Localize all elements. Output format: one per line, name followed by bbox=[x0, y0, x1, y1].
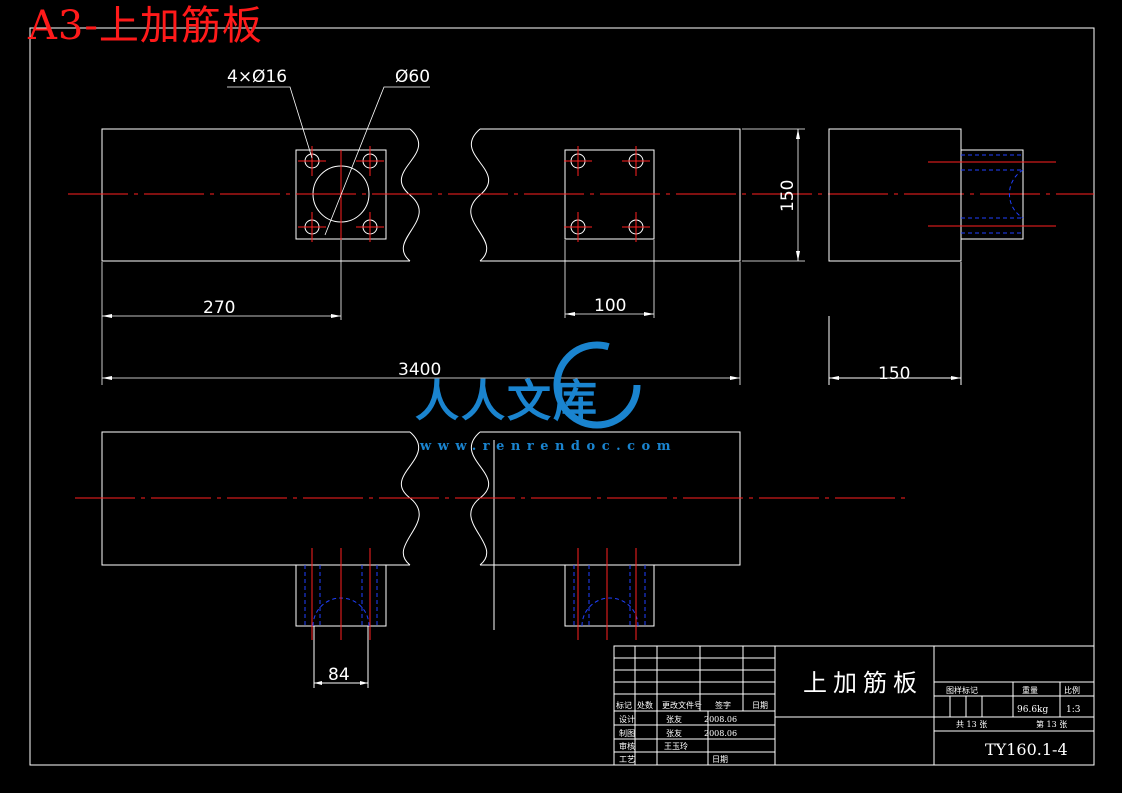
date-design: 2008.06 bbox=[704, 715, 737, 724]
watermark: 人人文库 www.renrendoc.com bbox=[415, 335, 715, 465]
top-centerlines bbox=[75, 497, 905, 640]
header-mark: 标记 bbox=[616, 700, 632, 710]
date-draw: 2008.06 bbox=[704, 729, 737, 738]
header-sign: 签字 bbox=[715, 700, 731, 710]
dim-150-vertical: 150 bbox=[778, 180, 798, 212]
name-design: 张友 bbox=[666, 714, 682, 724]
dimension-lines bbox=[101, 86, 805, 385]
role-design: 设计 bbox=[619, 714, 635, 724]
header-count: 处数 bbox=[637, 700, 653, 710]
sheet-number: 第 13 张 bbox=[1036, 719, 1067, 729]
dim-84: 84 bbox=[328, 665, 350, 685]
role-review: 审核 bbox=[619, 741, 635, 751]
weight-value: 96.6kg bbox=[1017, 705, 1048, 715]
side-view bbox=[828, 128, 1024, 385]
dim-100: 100 bbox=[594, 296, 626, 316]
top-view bbox=[101, 431, 741, 688]
side-hidden-lines bbox=[961, 154, 1024, 234]
header-date: 日期 bbox=[752, 701, 768, 710]
role-process: 工艺 bbox=[619, 755, 635, 764]
bore-callout: Ø60 bbox=[395, 67, 430, 87]
dim-150-horizontal: 150 bbox=[878, 364, 910, 384]
title-block bbox=[613, 645, 1095, 766]
role-draw: 制图 bbox=[619, 728, 635, 738]
weight-label: 重量 bbox=[1022, 685, 1038, 695]
front-view bbox=[101, 128, 741, 262]
drawing-number: TY160.1-4 bbox=[985, 740, 1068, 759]
header-change-doc: 更改文件号 bbox=[662, 700, 702, 710]
top-hidden-lines bbox=[304, 565, 646, 627]
hole-callout: 4×Ø16 bbox=[227, 67, 287, 87]
drawing-title: A3-上加筋板 bbox=[28, 3, 263, 49]
watermark-text: 人人文库 bbox=[415, 376, 599, 427]
name-review: 王玉玲 bbox=[664, 741, 688, 751]
watermark-url: www.renrendoc.com bbox=[420, 439, 677, 454]
date-process: 日期 bbox=[712, 755, 728, 764]
dim-270: 270 bbox=[203, 298, 235, 318]
dim-3400: 3400 bbox=[398, 360, 441, 380]
scale-value: 1:3 bbox=[1066, 705, 1081, 715]
total-sheets: 共 13 张 bbox=[956, 720, 987, 729]
drawing-frame bbox=[29, 27, 1095, 766]
dimension-arrows bbox=[102, 129, 800, 380]
part-name: 上加筋板 bbox=[803, 669, 923, 697]
name-draw: 张友 bbox=[666, 728, 682, 738]
mark-label: 图样标记 bbox=[946, 685, 978, 695]
scale-label: 比例 bbox=[1064, 685, 1080, 695]
watermark-logo-icon bbox=[553, 341, 641, 429]
front-centerlines bbox=[68, 146, 1094, 242]
